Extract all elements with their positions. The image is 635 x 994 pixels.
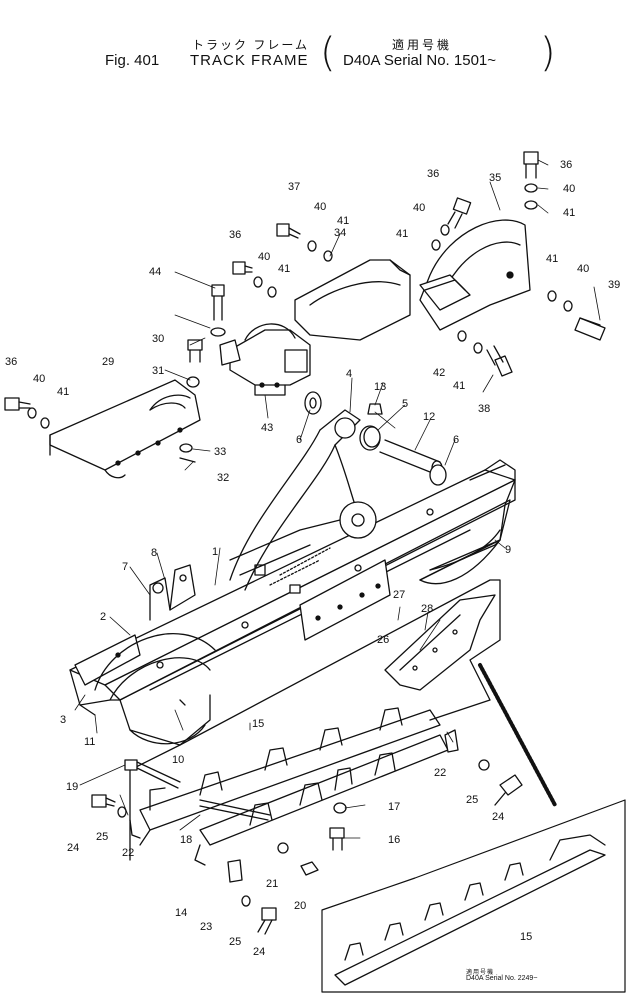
callout-18: 18 [180, 834, 192, 846]
callout-24c: 24 [253, 946, 265, 958]
callout-28: 28 [421, 603, 433, 615]
callout-40d: 40 [413, 202, 425, 214]
callout-7: 7 [122, 561, 128, 573]
callout-4: 4 [346, 368, 352, 380]
callout-38: 38 [478, 403, 490, 415]
callout-20: 20 [294, 900, 306, 912]
callout-40b: 40 [258, 251, 270, 263]
hardware-lower [91, 729, 523, 935]
diagonal-support [229, 409, 377, 591]
callout-33: 33 [214, 446, 226, 458]
callout-5: 5 [402, 398, 408, 410]
callout-43: 44 [149, 266, 161, 278]
hardware-upper [4, 151, 606, 463]
inset-japanese-label: 適用号機 [466, 970, 495, 976]
callout-labels: 1 2 3 4 5 6 6 7 8 9 10 11 12 13 14 15 15… [5, 159, 620, 958]
callout-22a: 22 [434, 767, 446, 779]
leader-lines [74, 159, 601, 839]
callout-32: 32 [217, 472, 229, 484]
figure-number: Fig. 401 [105, 52, 160, 69]
callout-40a: 40 [33, 373, 45, 385]
callout-30: 30 [152, 333, 164, 345]
callout-25a: 25 [96, 831, 108, 843]
inset-serial-note: D40A Serial No. 2249~ [466, 975, 538, 982]
part-guard-15 [139, 707, 441, 846]
callout-27: 27 [393, 589, 405, 601]
callout-42: 43 [261, 422, 273, 434]
diagram-title: TRACK FRAME [190, 52, 309, 69]
callout-35: 35 [489, 172, 501, 184]
callout-39: 39 [608, 279, 620, 291]
callout-19: 19 [66, 781, 78, 793]
callout-40c: 40 [314, 201, 326, 213]
callout-3: 3 [60, 714, 66, 726]
callout-24a: 24 [67, 842, 79, 854]
callout-10: 10 [172, 754, 184, 766]
callout-36b: 36 [229, 229, 241, 241]
japanese-title: トラック フレーム [192, 38, 309, 52]
callout-22b: 22 [122, 847, 134, 859]
callout-34: 34 [334, 227, 346, 239]
callout-21: 21 [266, 878, 278, 890]
hatched-rod [478, 663, 557, 807]
open-paren: ( [320, 30, 336, 76]
callout-25b: 25 [466, 794, 478, 806]
callout-37: 37 [288, 181, 300, 193]
callout-40g: 41 [453, 380, 465, 392]
callout-25c: 25 [229, 936, 241, 948]
callout-14: 14 [175, 907, 187, 919]
callout-12: 12 [423, 411, 435, 423]
part-guard-35 [419, 219, 531, 331]
inset-frame [129, 579, 626, 993]
part-support-42 [219, 323, 311, 396]
callout-8: 8 [151, 547, 157, 559]
close-paren: ) [540, 30, 556, 76]
callout-41c: 41 [337, 215, 349, 227]
callout-41a: 41 [57, 386, 69, 398]
callout-11: 11 [84, 736, 95, 748]
track-frame-main [69, 459, 516, 746]
callout-40f: 40 [577, 263, 589, 275]
callout-26: 26 [377, 634, 389, 646]
part-cover-34 [294, 259, 411, 341]
callout-16: 16 [388, 834, 400, 846]
part-cover-29 [49, 379, 201, 479]
callout-41d: 41 [396, 228, 408, 240]
callout-41e: 41 [563, 207, 575, 219]
callout-36d: 36 [560, 159, 572, 171]
callout-6b: 6 [453, 434, 459, 446]
bracket-7-8 [149, 564, 196, 621]
callout-41b: 41 [278, 263, 290, 275]
callout-24b: 24 [492, 811, 504, 823]
callout-36a: 36 [5, 356, 17, 368]
callout-13: 13 [374, 381, 386, 393]
callout-1: 1 [212, 546, 218, 558]
japanese-serial-label: 適用号機 [392, 38, 453, 52]
serial-range: D40A Serial No. 1501~ [343, 52, 497, 69]
callout-23: 23 [200, 921, 212, 933]
callout-41g: 42 [433, 367, 445, 379]
callout-29: 29 [102, 356, 114, 368]
callout-15b: 15 [520, 931, 532, 943]
callout-36c: 36 [427, 168, 439, 180]
callout-17: 17 [388, 801, 400, 813]
part-guard-9 [419, 479, 516, 585]
callout-40e: 40 [563, 183, 575, 195]
callout-15a: 15 [252, 718, 264, 730]
callout-2: 2 [100, 611, 106, 623]
part-guard-26 [384, 594, 496, 691]
callout-41f: 41 [546, 253, 558, 265]
callout-9: 9 [505, 544, 511, 556]
callout-6a: 6 [296, 434, 302, 446]
callout-31: 31 [152, 365, 164, 377]
